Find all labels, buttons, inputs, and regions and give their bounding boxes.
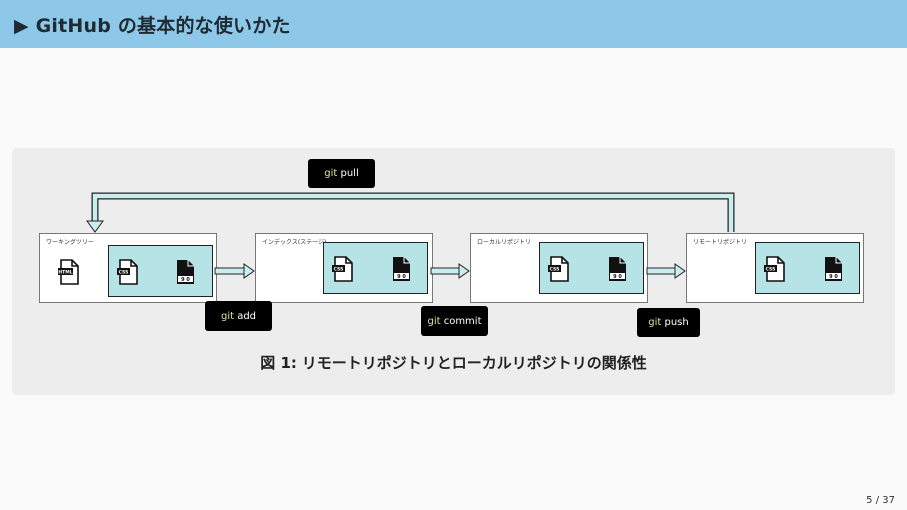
css-file-icon: CSS [764,256,785,282]
git-commit-label: git commit [421,306,488,336]
git-push-label: git push [637,308,700,337]
doc-file-icon: 9 0 [177,260,194,284]
page-title: ▶ GitHub の基本的な使いかた [14,15,291,37]
area-label-index: インデックス(ステージ) [262,239,327,246]
pull-arrow [86,192,735,233]
header-bar: ▶ GitHub の基本的な使いかた [0,0,907,48]
css-file-icon: CSS [332,256,353,282]
figure-caption-text: リモートリポジトリとローカルリポジトリの関係性 [301,354,647,372]
git-add-label: git add [205,301,272,331]
git-add-prefix: git [220,310,235,322]
html-file-icon: HTML [58,259,79,285]
css-file-text: CSS [119,270,129,276]
git-push-prefix: git [648,317,662,328]
doc-file-text: 9 0 [181,277,190,283]
area-label-remote-repo: リモートリポジトリ [693,239,748,246]
figure-number: 図 1: [260,354,297,372]
git-commit-verb: commit [443,315,482,327]
doc-file-text: 9 0 [613,274,622,280]
doc-file-icon: 9 0 [609,257,626,281]
css-file-text: CSS [550,267,560,273]
git-push-verb: push [664,317,689,328]
git-add-verb: add [237,310,257,322]
git-pull-verb: pull [340,168,359,179]
doc-file-icon: 9 0 [393,257,410,281]
css-file-icon: CSS [117,259,138,285]
css-file-text: CSS [334,267,344,273]
add-arrow [214,263,255,279]
doc-file-text: 9 0 [829,274,838,280]
git-commit-prefix: git [427,315,441,327]
commit-arrow [430,263,470,279]
doc-file-text: 9 0 [397,274,406,280]
css-file-text: CSS [766,267,776,273]
page-number: 5 / 37 [866,495,895,506]
push-arrow [646,263,686,279]
area-label-working-tree: ワーキングツリー [46,239,94,246]
area-label-local-repo: ローカルリポジトリ [477,239,532,246]
html-file-text: HTML [58,270,72,276]
git-pull-prefix: git [324,168,338,179]
css-file-icon: CSS [548,256,569,282]
figure-caption: 図 1: リモートリポジトリとローカルリポジトリの関係性 [0,352,907,373]
git-pull-label: git pull [308,159,375,188]
doc-file-icon: 9 0 [825,257,842,281]
